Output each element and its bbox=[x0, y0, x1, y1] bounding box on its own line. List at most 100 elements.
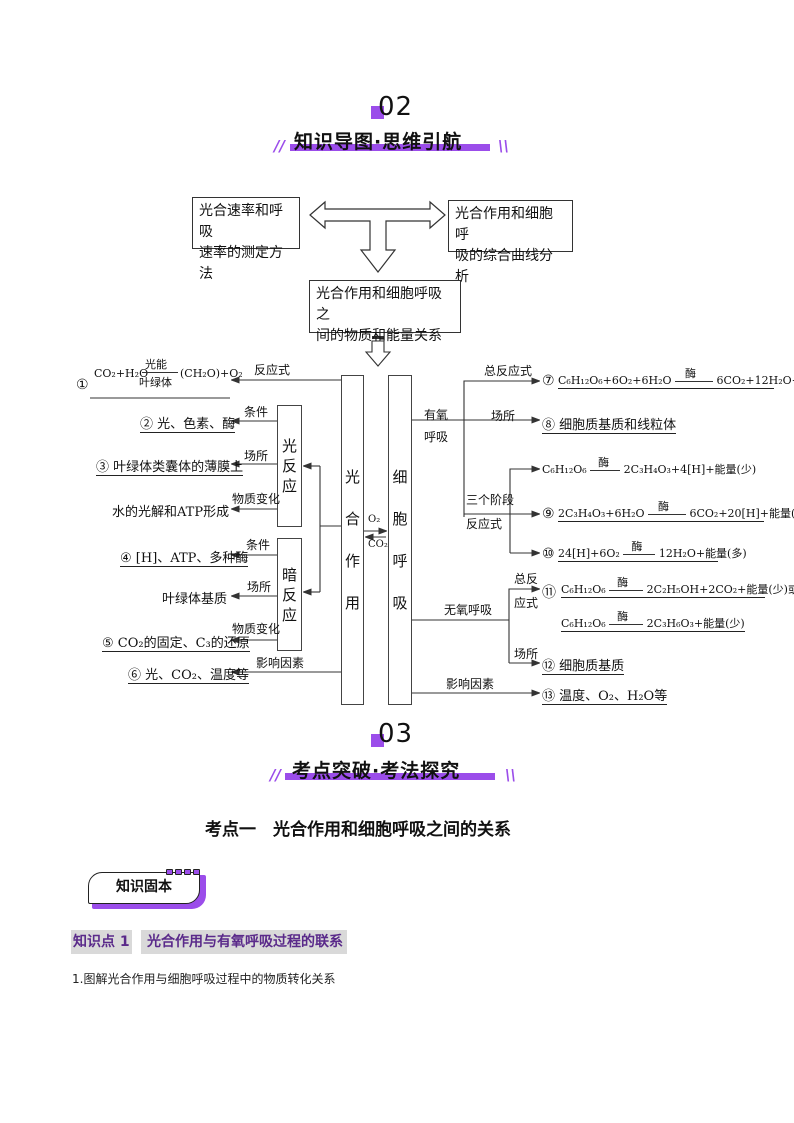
equation-rhs: 2C₂H₅OH+2CO₂+能量(少)或 bbox=[646, 583, 794, 596]
box-char: 应 bbox=[281, 477, 297, 495]
change-label: 物质变化 bbox=[232, 492, 281, 506]
equation-11a: C₆H₁₂O₆ 酶 2C₂H₅OH+2CO₂+能量(少)或 bbox=[561, 576, 794, 598]
body-text: 1.图解光合作用与细胞呼吸过程中的物质转化关系 bbox=[72, 972, 336, 986]
equation-stage1: C₆H₁₂O₆ 酶 2C₃H₄O₃+4[H]+能量(少) bbox=[542, 456, 757, 477]
section-title: 知识导图·思维引航 bbox=[294, 131, 463, 153]
section-number: 02 bbox=[378, 92, 414, 122]
light-reaction-box: 光 反 应 bbox=[277, 405, 302, 527]
column-char: 光 bbox=[344, 468, 360, 486]
enzyme-label: 酶 bbox=[617, 609, 629, 623]
respiration-column: 细 胞 呼 吸 bbox=[388, 375, 412, 705]
exam-point-title: 考点一 光合作用和细胞呼吸之间的关系 bbox=[205, 820, 511, 840]
equation-rhs: 2C₃H₄O₃+4[H]+能量(少) bbox=[623, 463, 757, 476]
item-number: ⑨ bbox=[542, 506, 555, 522]
condition-label: 条件 bbox=[244, 405, 269, 419]
enzyme-label: 酶 bbox=[685, 366, 697, 380]
badge-rings bbox=[166, 869, 200, 875]
knowledge-badge: 知识固本 bbox=[88, 869, 208, 910]
equation-lhs: C₆H₁₂O₆ bbox=[561, 583, 606, 596]
equation-rhs: 12H₂O+能量(多) bbox=[658, 547, 747, 560]
factor-label: 影响因素 bbox=[256, 656, 305, 670]
box-line: 吸的综合曲线分析 bbox=[455, 248, 553, 285]
light-condition: ② 光、色素、酶 bbox=[140, 413, 236, 433]
equation-rhs: 2C₃H₆O₃+能量(少) bbox=[646, 617, 745, 630]
dark-condition: ④ [H]、ATP、多种酶 bbox=[120, 547, 249, 567]
section-number-square bbox=[371, 734, 384, 747]
dark-reaction-box: 暗 反 应 bbox=[277, 538, 302, 651]
box-char: 应 bbox=[281, 605, 297, 624]
aerobic-label: 有氧 bbox=[424, 408, 449, 422]
ring-icon bbox=[175, 869, 182, 875]
equation-arrow: 酶 bbox=[590, 456, 621, 471]
mind-map-connectors bbox=[90, 200, 794, 720]
deco-slash-left: // bbox=[270, 766, 281, 784]
column-char: 用 bbox=[344, 594, 360, 612]
light-site: ③ 叶绿体类囊体的薄膜上 bbox=[96, 456, 244, 476]
anaerobic-label: 无氧呼吸 bbox=[444, 603, 493, 617]
item-number: ⑦ bbox=[542, 373, 555, 389]
equation-rhs: 6CO₂+12H₂O+能量 bbox=[716, 374, 794, 387]
dark-site: 叶绿体基质 bbox=[162, 592, 228, 607]
respiration-factors: ⑬ 温度、O₂、H₂O等 bbox=[542, 685, 668, 705]
equation-arrow: 酶 bbox=[675, 367, 714, 382]
site-label: 场所 bbox=[247, 580, 272, 594]
box-line: 光合速率和呼吸 bbox=[199, 203, 283, 240]
equation-rhs: 6CO₂+20[H]+能量(少) bbox=[689, 507, 794, 520]
column-char: 呼 bbox=[392, 552, 408, 570]
aerobic-site: ⑧ 细胞质基质和线粒体 bbox=[542, 414, 677, 434]
section-number-square bbox=[371, 106, 384, 119]
dark-change: ⑤ CO₂的固定、C₃的还原 bbox=[102, 632, 250, 652]
deco-slash-right: \\ bbox=[498, 137, 509, 155]
equation-lhs: 2C₃H₄O₃+6H₂O bbox=[558, 507, 645, 520]
equation-lhs: CO₂+H₂O bbox=[94, 367, 149, 380]
column-char: 细 bbox=[392, 468, 408, 486]
equation-condition-under: 叶绿体 bbox=[139, 376, 172, 389]
column-char: 胞 bbox=[392, 510, 408, 528]
factor-label: 影响因素 bbox=[446, 677, 495, 691]
badge-label: 知识固本 bbox=[88, 872, 200, 904]
aerobic-label: 呼吸 bbox=[424, 430, 449, 444]
anaerobic-site: ⑫ 细胞质基质 bbox=[542, 655, 625, 675]
section-number: 03 bbox=[378, 719, 414, 749]
ring-icon bbox=[184, 869, 191, 875]
item-number: ⑩ bbox=[542, 546, 555, 562]
item-number: ⑪ bbox=[542, 585, 556, 601]
item-number: ① bbox=[76, 377, 89, 393]
equation-lhs: 24[H]+6O₂ bbox=[558, 547, 620, 560]
equation-lhs: C₆H₁₂O₆ bbox=[561, 617, 606, 630]
curve-analysis-box: 光合作用和细胞呼 吸的综合曲线分析 bbox=[448, 200, 573, 285]
deco-slash-right: \\ bbox=[505, 766, 516, 784]
knowledge-point-title: 光合作用与有氧呼吸过程的联系 bbox=[141, 930, 347, 954]
measurement-methods-box: 光合速率和呼吸 速率的测定方法 bbox=[192, 197, 300, 282]
deco-slash-left: // bbox=[274, 137, 285, 155]
equation-arrow: 酶 bbox=[609, 610, 644, 625]
equation-arrow: 酶 bbox=[623, 540, 656, 555]
site-label: 场所 bbox=[244, 449, 269, 463]
equation-arrow: 酶 bbox=[609, 576, 644, 591]
anaerobic-total-label: 总反 bbox=[514, 572, 539, 586]
equation-rhs: (CH₂O)+O₂ bbox=[180, 367, 243, 380]
enzyme-label: 酶 bbox=[658, 499, 669, 513]
equation-arrow bbox=[142, 372, 178, 373]
equation-10: 24[H]+6O₂ 酶 12H₂O+能量(多) bbox=[558, 540, 747, 562]
section-title: 考点突破·考法探究 bbox=[292, 760, 461, 782]
column-char: 合 bbox=[344, 510, 360, 528]
equation-7: C₆H₁₂O₆+6O₂+6H₂O 酶 6CO₂+12H₂O+能量 bbox=[558, 367, 794, 389]
anaerobic-total-label: 应式 bbox=[514, 596, 539, 610]
section-title-bar bbox=[285, 773, 495, 780]
equation-9: 2C₃H₄O₃+6H₂O 酶 6CO₂+20[H]+能量(少) bbox=[558, 500, 794, 522]
equation-11b: C₆H₁₂O₆ 酶 2C₃H₆O₃+能量(少) bbox=[561, 610, 745, 632]
change-label: 物质变化 bbox=[232, 622, 281, 636]
equation-arrow: 酶 bbox=[648, 500, 686, 515]
stages-label: 反应式 bbox=[466, 517, 503, 531]
photosynthesis-column: 光 合 作 用 bbox=[341, 375, 364, 705]
box-line: 速率的测定方法 bbox=[199, 245, 283, 282]
ring-icon bbox=[193, 869, 200, 875]
co2-label: CO₂ bbox=[368, 539, 388, 550]
site-label: 场所 bbox=[491, 409, 516, 423]
o2-label: O₂ bbox=[368, 514, 381, 525]
box-line: 光合作用和细胞呼 bbox=[455, 206, 553, 243]
equation-condition-over: 光能 bbox=[145, 358, 167, 371]
enzyme-label: 酶 bbox=[598, 455, 610, 469]
site-label: 场所 bbox=[514, 647, 539, 661]
